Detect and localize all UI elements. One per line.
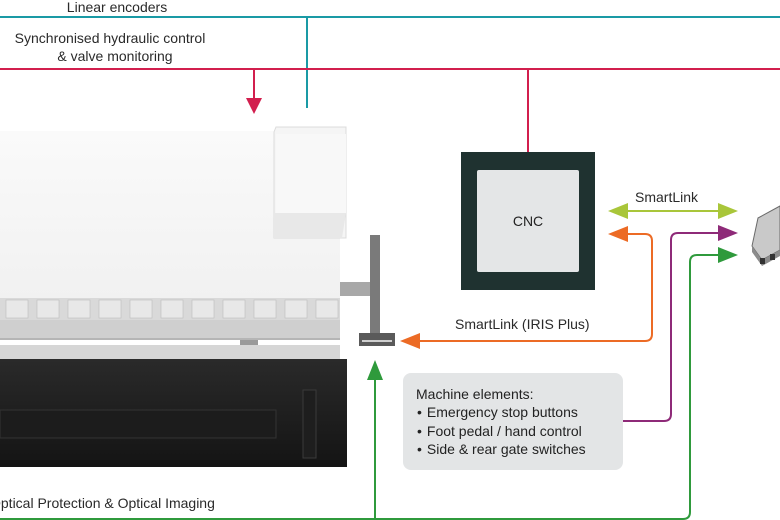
smartlink-label: SmartLink: [635, 189, 699, 205]
cnc-screen: CNC: [477, 170, 579, 272]
machine-element-item: Foot pedal / hand control: [417, 422, 586, 441]
smartlink-iris-connector: [404, 226, 653, 342]
machine-elements-panel: Machine elements: Emergency stop buttons…: [403, 373, 623, 470]
optical-connector: [0, 247, 738, 520]
safety-controller-device: [751, 205, 780, 266]
hydraulic-label-line1: Synchronised hydraulic control: [14, 30, 206, 46]
machine-elements-title: Machine elements:: [416, 386, 534, 402]
smartlink-iris-label: SmartLink (IRIS Plus): [455, 316, 590, 332]
hydraulic-label-line2: & valve monitoring: [57, 48, 173, 64]
linear-encoders-label: Linear encoders: [66, 0, 168, 15]
machine-element-item: Side & rear gate switches: [417, 440, 586, 459]
machine-element-item: Emergency stop buttons: [417, 403, 586, 422]
cnc-label: CNC: [512, 213, 544, 229]
machine-elements-connector: [623, 225, 738, 422]
cnc-unit: CNC: [461, 152, 595, 290]
optical-label: Optical Protection & Optical Imaging: [0, 495, 215, 511]
machine-elements-list: Emergency stop buttons Foot pedal / hand…: [417, 403, 586, 459]
press-brake-machine: [0, 126, 395, 467]
